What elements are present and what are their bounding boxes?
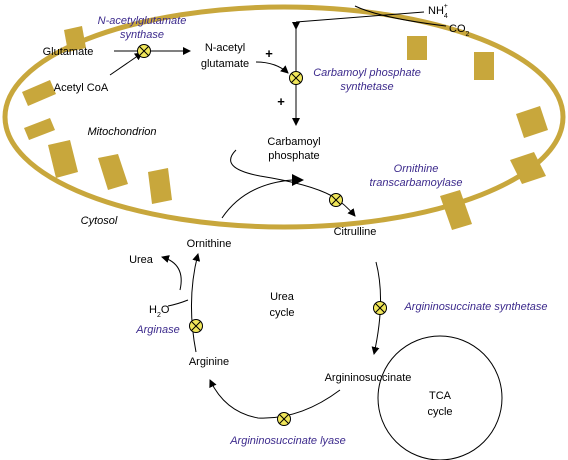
enzyme-marker-asl xyxy=(277,412,291,426)
cytosol-label: Cytosol xyxy=(81,215,118,227)
plus-sign: + xyxy=(265,46,273,61)
crista xyxy=(22,80,56,106)
enzyme-label-nags-line1: N-acetylglutamate xyxy=(98,15,187,27)
arrow-argininosuccinate-to-arginine xyxy=(209,379,341,419)
arginine-label: Arginine xyxy=(189,356,229,368)
argininosuccinate-label: Argininosuccinate xyxy=(325,372,412,384)
ornithine-label: Ornithine xyxy=(187,238,232,250)
glutamate-label: Glutamate xyxy=(43,46,94,58)
co2-label: CO2 xyxy=(449,23,470,38)
crista xyxy=(407,36,427,60)
arrow-acetyl-coa xyxy=(109,52,143,76)
n-acetyl-glutamate-label-line1: N-acetyl xyxy=(205,42,245,54)
plus-sign: + xyxy=(277,94,285,109)
crista xyxy=(516,106,548,138)
crista xyxy=(48,140,78,178)
arrow-to-urea xyxy=(161,255,182,291)
enzyme-marker-otc xyxy=(329,193,343,207)
water-label: H2O xyxy=(149,304,170,319)
carbamoyl-phosphate-label-line2: phosphate xyxy=(268,150,319,162)
urea-cycle-label-line1: Urea xyxy=(270,291,295,303)
co2-input-line xyxy=(354,5,447,27)
enzyme-label-cps-line1: Carbamoyl phosphate xyxy=(313,67,421,79)
enzyme-marker-nags xyxy=(137,44,151,58)
tca-cycle-circle xyxy=(377,335,503,460)
acetyl-coa-label: Acetyl CoA xyxy=(54,82,109,94)
water-input-line xyxy=(167,299,189,307)
enzyme-label-nags-line2: synthase xyxy=(120,29,164,41)
tca-label-line2: cycle xyxy=(427,406,452,418)
ammonium-label: NH4+ xyxy=(428,3,448,20)
enzyme-marker-cps xyxy=(289,71,303,85)
cycle-direction-arrowhead xyxy=(292,174,304,186)
ornithine-entry-arc xyxy=(221,179,293,219)
junction-triangle xyxy=(292,22,300,30)
mitochondrion-membrane xyxy=(2,4,566,230)
mitochondrion-label: Mitochondrion xyxy=(87,126,156,138)
crista xyxy=(440,190,472,230)
enzyme-marker-arginase xyxy=(189,319,203,333)
enzyme-label-otc-line1: Ornithine xyxy=(394,163,439,175)
arrow-nag-activates-cps xyxy=(255,61,289,74)
crista xyxy=(64,26,86,52)
tca-label-line1: TCA xyxy=(429,390,452,402)
crista xyxy=(474,52,494,80)
citrulline-label: Citrulline xyxy=(334,226,377,238)
arrow-arginine-to-ornithine xyxy=(191,253,201,353)
urea-label: Urea xyxy=(129,254,154,266)
enzyme-label-otc-line2: transcarbamoylase xyxy=(370,177,463,189)
enzyme-label-cps-line2: synthetase xyxy=(340,81,393,93)
crista xyxy=(24,118,55,140)
n-acetyl-glutamate-label-line2: glutamate xyxy=(201,58,249,70)
ammonium-input-line xyxy=(295,11,425,23)
enzyme-label-ass: Argininosuccinate synthetase xyxy=(403,301,547,313)
crista xyxy=(98,154,128,190)
carbamoyl-phosphate-label-line1: Carbamoyl xyxy=(267,136,320,148)
cristae xyxy=(22,26,548,230)
enzyme-label-asl: Argininosuccinate lyase xyxy=(229,435,346,447)
crista xyxy=(148,168,172,204)
crista xyxy=(510,152,546,184)
urea-cycle-label-line2: cycle xyxy=(269,307,294,319)
arrow-cp-to-citrulline xyxy=(230,149,356,217)
arginase-label: Arginase xyxy=(135,324,179,336)
enzyme-marker-ass xyxy=(373,301,387,315)
